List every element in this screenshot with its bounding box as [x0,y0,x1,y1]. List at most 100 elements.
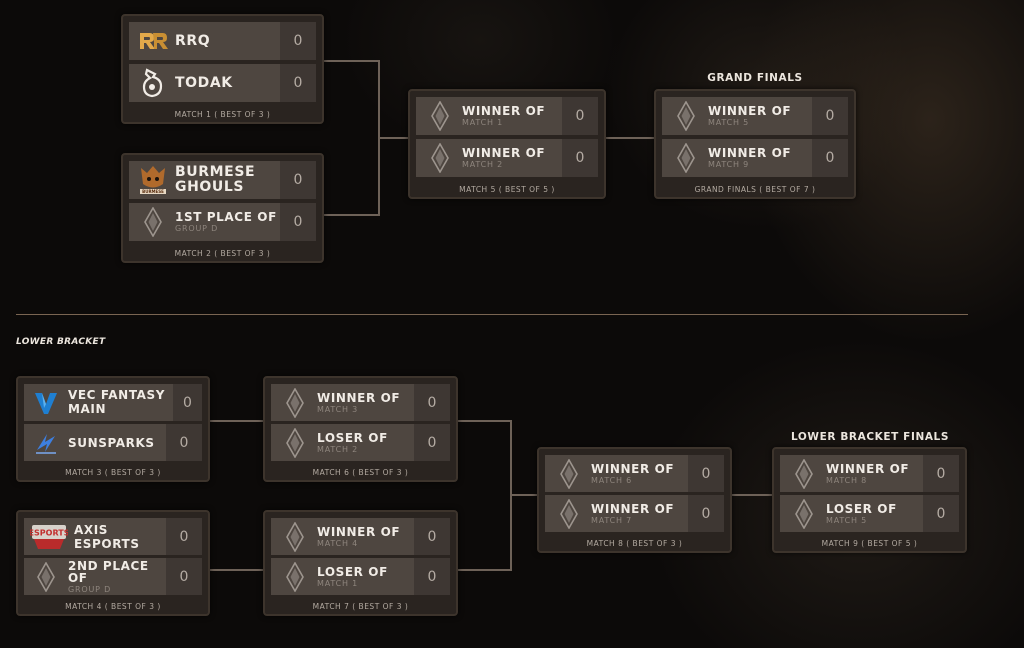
rrq-logo-icon [137,26,169,56]
placeholder-diamond-icon [279,562,311,592]
connector-line [510,494,539,496]
team-score: 0 [812,139,848,177]
placeholder-diamond-icon [137,207,169,237]
todak-logo-icon [137,68,169,98]
team-name: AXIS ESPORTS [74,522,140,551]
match-6-team-1-row[interactable]: WINNER OF MATCH 3 0 [271,384,450,421]
team-subtitle: MATCH 5 [708,118,750,127]
connector-line [378,137,410,139]
match-caption: MATCH 7 ( BEST OF 3 ) [312,602,409,611]
connector-line [210,420,266,422]
match-9-card[interactable]: WINNER OF MATCH 8 0 LOSER OF MATCH 5 0 M… [772,447,967,553]
placeholder-diamond-icon [424,143,456,173]
match-8-team-1-row[interactable]: WINNER OF MATCH 6 0 [545,455,724,492]
match-3-card[interactable]: VEC FANTASY MAIN 0 SUNSPARKS 0 MATCH 3 (… [16,376,210,482]
match-7-team-1-row[interactable]: WINNER OF MATCH 4 0 [271,518,450,555]
team-name: SUNSPARKS [68,435,155,450]
team-subtitle: GROUP D [68,584,112,594]
team-subtitle: MATCH 2 [317,444,359,454]
grand-finals-team-2-row[interactable]: WINNER OF MATCH 9 0 [662,139,848,177]
match-1-team-1-row[interactable]: RRQ 0 [129,22,316,60]
team-score: 0 [166,424,202,461]
match-1-team-2-row[interactable]: TODAK 0 [129,64,316,102]
grand-finals-team-1-row[interactable]: WINNER OF MATCH 5 0 [662,97,848,135]
team-score: 0 [280,22,316,60]
placeholder-diamond-icon [279,428,311,458]
match-2-team-1-row[interactable]: BURMESE BURMESE GHOULS 0 [129,161,316,199]
match-6-card[interactable]: WINNER OF MATCH 3 0 LOSER OF MATCH 2 0 M… [263,376,458,482]
grand-finals-card[interactable]: WINNER OF MATCH 5 0 WINNER OF MATCH 9 0 … [654,89,856,199]
team-score: 0 [562,139,598,177]
connector-line [457,569,511,571]
team-name: LOSER OF [826,501,897,516]
team-score: 0 [414,384,450,421]
team-score: 0 [812,97,848,135]
team-name: WINNER OF [462,146,546,160]
match-4-team-2-row[interactable]: 2ND PLACE OF GROUP D 0 [24,558,202,595]
team-name: WINNER OF [591,501,675,516]
team-score: 0 [173,384,202,421]
match-6-team-2-row[interactable]: LOSER OF MATCH 2 0 [271,424,450,461]
team-name: TODAK [175,75,233,91]
match-5-card[interactable]: WINNER OF MATCH 1 0 WINNER OF MATCH 2 0 … [408,89,606,199]
team-score: 0 [688,455,724,492]
placeholder-diamond-icon [279,388,311,418]
team-score: 0 [166,518,202,555]
match-caption: MATCH 5 ( BEST OF 5 ) [459,185,555,194]
match-5-team-2-row[interactable]: WINNER OF MATCH 2 0 [416,139,598,177]
team-score: 0 [562,97,598,135]
match-7-team-2-row[interactable]: LOSER OF MATCH 1 0 [271,558,450,595]
match-1-card[interactable]: RRQ 0 TODAK 0 MATCH 1 ( BEST OF 3 ) [121,14,324,124]
lower-bracket-finals-title: LOWER BRACKET FINALS [790,431,950,443]
team-subtitle: MATCH 3 [317,404,359,414]
burmese-ghouls-logo-icon: BURMESE [137,165,169,195]
match-2-team-2-row[interactable]: 1ST PLACE OF GROUP D 0 [129,203,316,241]
match-9-team-2-row[interactable]: LOSER OF MATCH 5 0 [780,495,959,532]
placeholder-diamond-icon [788,499,820,529]
placeholder-diamond-icon [30,562,62,592]
team-name: WINNER OF [591,461,675,476]
match-caption: GRAND FINALS ( BEST OF 7 ) [694,185,816,194]
match-9-team-1-row[interactable]: WINNER OF MATCH 8 0 [780,455,959,492]
match-caption: MATCH 9 ( BEST OF 5 ) [821,539,918,548]
team-name: WINNER OF [826,461,910,476]
match-8-card[interactable]: WINNER OF MATCH 6 0 WINNER OF MATCH 7 0 … [537,447,732,553]
vec-fantasy-logo-icon [30,388,62,418]
team-name: WINNER OF [317,390,401,405]
lower-bracket-title: LOWER BRACKET [16,337,106,347]
team-subtitle: GROUP D [175,224,219,233]
match-5-team-1-row[interactable]: WINNER OF MATCH 1 0 [416,97,598,135]
connector-line [324,60,379,62]
connector-line [324,214,379,216]
placeholder-diamond-icon [670,143,702,173]
team-name: WINNER OF [708,104,792,118]
placeholder-diamond-icon [670,101,702,131]
grand-finals-title: GRAND FINALS [707,72,803,84]
match-4-team-1-row[interactable]: ESPORTS AXIS ESPORTS 0 [24,518,202,555]
match-3-team-2-row[interactable]: SUNSPARKS 0 [24,424,202,461]
sunsparks-logo-icon [30,428,62,458]
team-subtitle: MATCH 6 [591,475,633,485]
match-2-card[interactable]: BURMESE BURMESE GHOULS 0 1ST PLACE OF GR… [121,153,324,263]
match-7-card[interactable]: WINNER OF MATCH 4 0 LOSER OF MATCH 1 0 M… [263,510,458,616]
team-name: LOSER OF [317,564,388,579]
burmese-logo-text: BURMESE [142,189,164,194]
match-caption: MATCH 1 ( BEST OF 3 ) [174,110,271,119]
team-score: 0 [280,64,316,102]
axis-logo-text: ESPORTS [30,528,68,537]
team-subtitle: MATCH 4 [317,538,359,548]
axis-esports-logo-icon: ESPORTS [30,522,68,552]
match-8-team-2-row[interactable]: WINNER OF MATCH 7 0 [545,495,724,532]
placeholder-diamond-icon [553,499,585,529]
team-score: 0 [923,495,959,532]
team-score: 0 [166,558,202,595]
team-score: 0 [414,424,450,461]
team-score: 0 [414,558,450,595]
team-name: 1ST PLACE OF [175,210,277,224]
team-subtitle: MATCH 2 [462,160,504,169]
team-name: WINNER OF [317,524,401,539]
match-3-team-1-row[interactable]: VEC FANTASY MAIN 0 [24,384,202,421]
match-caption: MATCH 6 ( BEST OF 3 ) [312,468,409,477]
team-name: WINNER OF [708,146,792,160]
match-4-card[interactable]: ESPORTS AXIS ESPORTS 0 2ND PLACE OF GROU… [16,510,210,616]
